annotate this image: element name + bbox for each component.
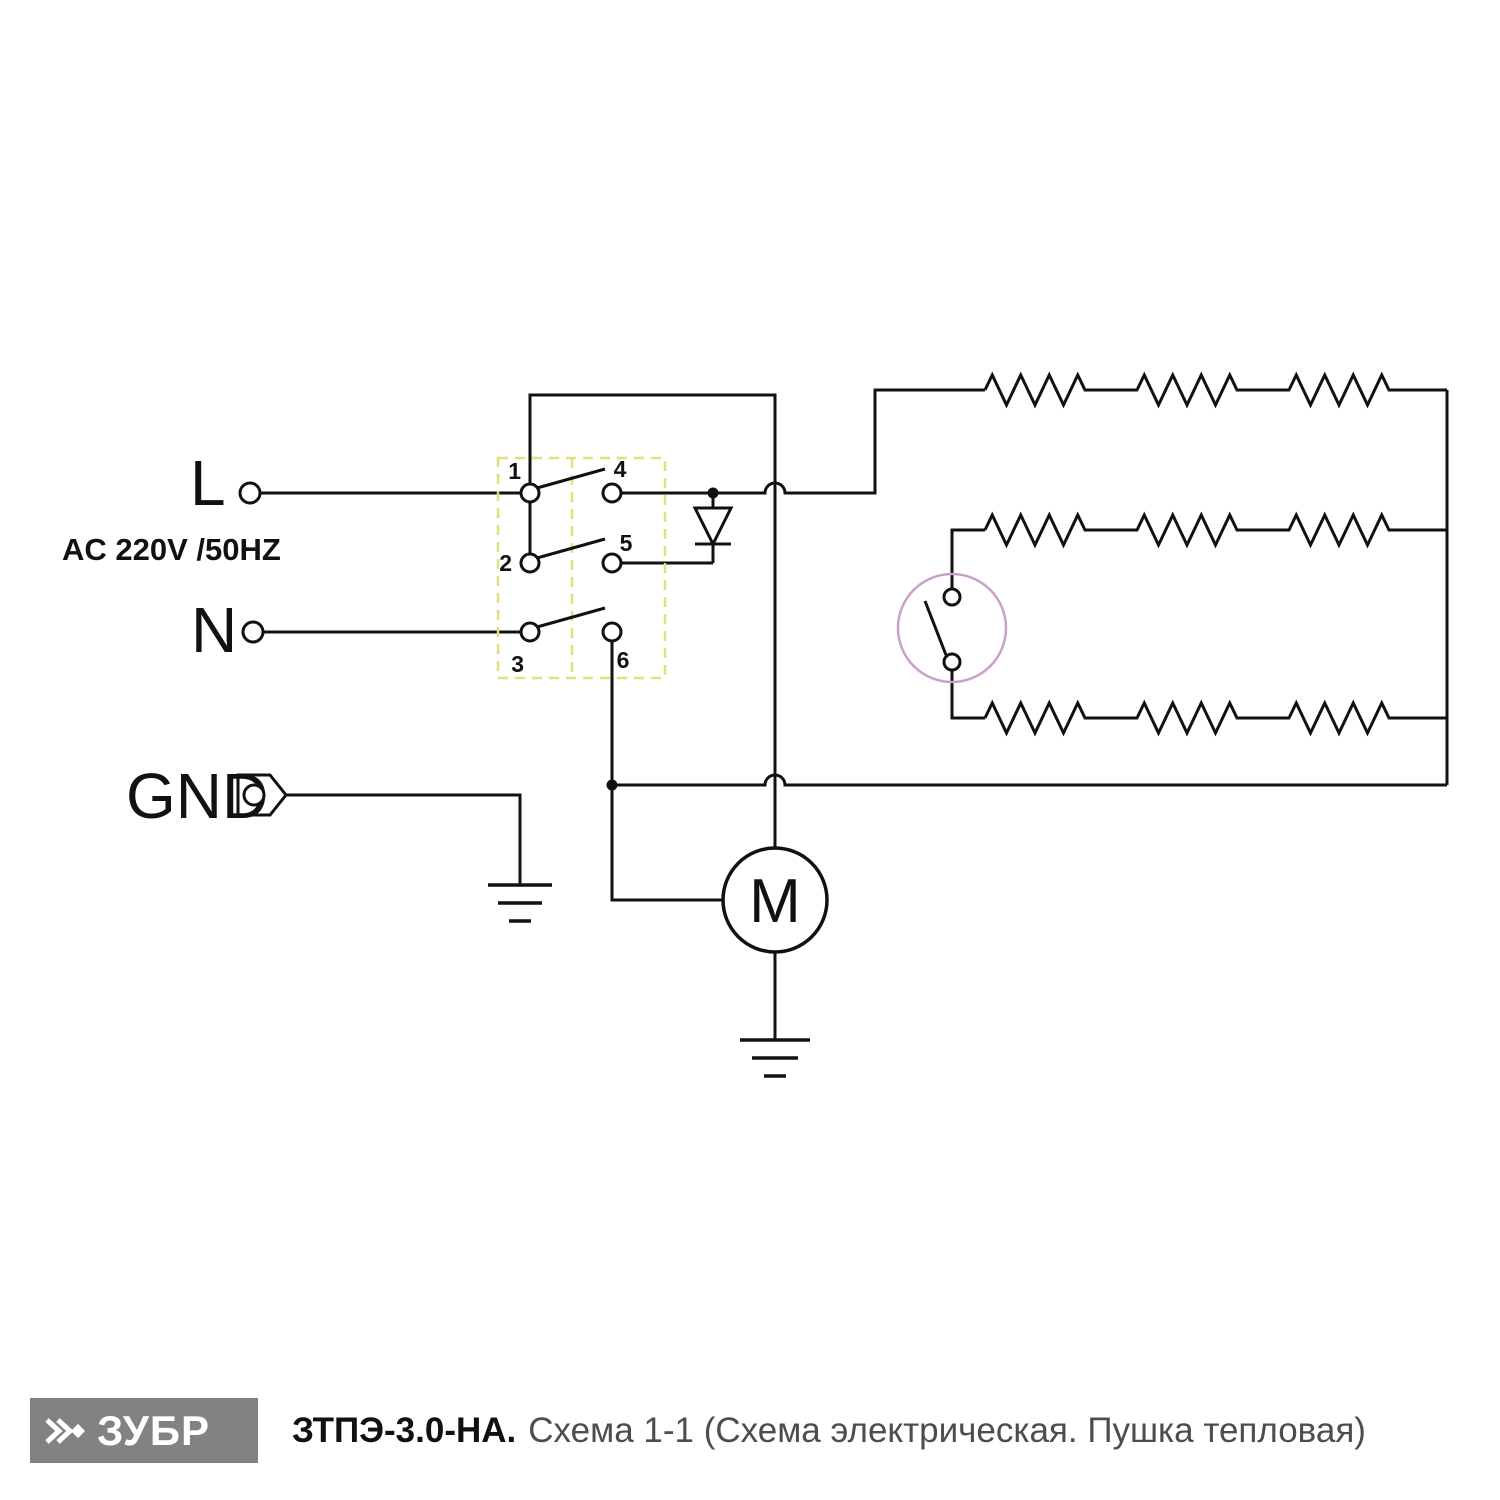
contact-label-6: 6 bbox=[617, 647, 630, 673]
wire-heater-feed bbox=[621, 388, 985, 495]
phase-terminal bbox=[238, 481, 262, 505]
phase-label: L bbox=[190, 447, 226, 519]
contact-6 bbox=[601, 621, 623, 643]
heater-2-stub bbox=[950, 528, 985, 589]
contact-2 bbox=[519, 552, 541, 574]
motor-label: M bbox=[749, 867, 801, 936]
heater-element-3 bbox=[983, 699, 1447, 737]
supply-terminals: L AC 220V /50HZ N GND bbox=[62, 447, 552, 923]
junction-dot-return bbox=[606, 779, 618, 791]
switch-arm-1-4 bbox=[536, 467, 606, 490]
diode-triangle bbox=[692, 506, 734, 548]
contact-label-2: 2 bbox=[499, 550, 512, 576]
ground-connector bbox=[236, 773, 288, 817]
thermal-cutout-outline bbox=[896, 572, 1008, 684]
thermal-cutout-contact-bottom bbox=[942, 652, 962, 672]
contact-label-1: 1 bbox=[508, 458, 521, 484]
thermal-cutout-arm bbox=[923, 600, 948, 656]
switch-arm-2-5 bbox=[536, 537, 606, 560]
contact-label-4: 4 bbox=[614, 456, 627, 482]
wire-ground bbox=[286, 793, 522, 885]
heater-3-stub bbox=[950, 670, 985, 720]
switch-arm-3-6 bbox=[536, 606, 606, 629]
contact-1 bbox=[519, 482, 541, 504]
ground-symbol-motor bbox=[740, 1038, 810, 1078]
contact-4 bbox=[601, 482, 623, 504]
ground-symbol-supply bbox=[488, 883, 552, 923]
schematic-canvas: L AC 220V /50HZ N GND bbox=[62, 371, 1449, 1078]
brand-name: ЗУБР bbox=[97, 1406, 211, 1454]
wires bbox=[260, 388, 1449, 902]
ground-terminal bbox=[242, 783, 266, 807]
rating-label: AC 220V /50HZ bbox=[62, 532, 281, 567]
caption-text: Схема 1-1 (Схема электрическая. Пушка те… bbox=[528, 1410, 1366, 1450]
heater-element-1 bbox=[983, 371, 1447, 409]
switch-outline bbox=[496, 456, 667, 680]
heater-element-2 bbox=[983, 511, 1447, 549]
wire-heater-return bbox=[612, 773, 1447, 787]
heaters bbox=[950, 371, 1447, 737]
model-number: ЗТПЭ-3.0-НА. bbox=[292, 1410, 517, 1450]
contact-label-3: 3 bbox=[511, 651, 524, 677]
neutral-terminal bbox=[241, 620, 265, 644]
mode-switch: 1 2 3 4 5 6 bbox=[496, 456, 667, 680]
wire-top-loop bbox=[528, 393, 777, 848]
thermal-cutout-contact-top bbox=[942, 587, 962, 607]
thermal-cutout bbox=[896, 572, 1008, 684]
neutral-label: N bbox=[191, 594, 237, 666]
diode bbox=[692, 487, 734, 563]
contact-3 bbox=[519, 621, 541, 643]
contact-label-5: 5 bbox=[620, 530, 633, 556]
contact-5 bbox=[601, 552, 623, 574]
zubr-logo-icon bbox=[45, 1417, 86, 1444]
motor: M bbox=[721, 846, 829, 1078]
wire-motor-branch bbox=[610, 641, 723, 902]
brand-badge: ЗУБР bbox=[30, 1398, 258, 1463]
diagram-caption: ЗТПЭ-3.0-НА. Схема 1-1 (Схема электричес… bbox=[292, 1398, 1366, 1463]
